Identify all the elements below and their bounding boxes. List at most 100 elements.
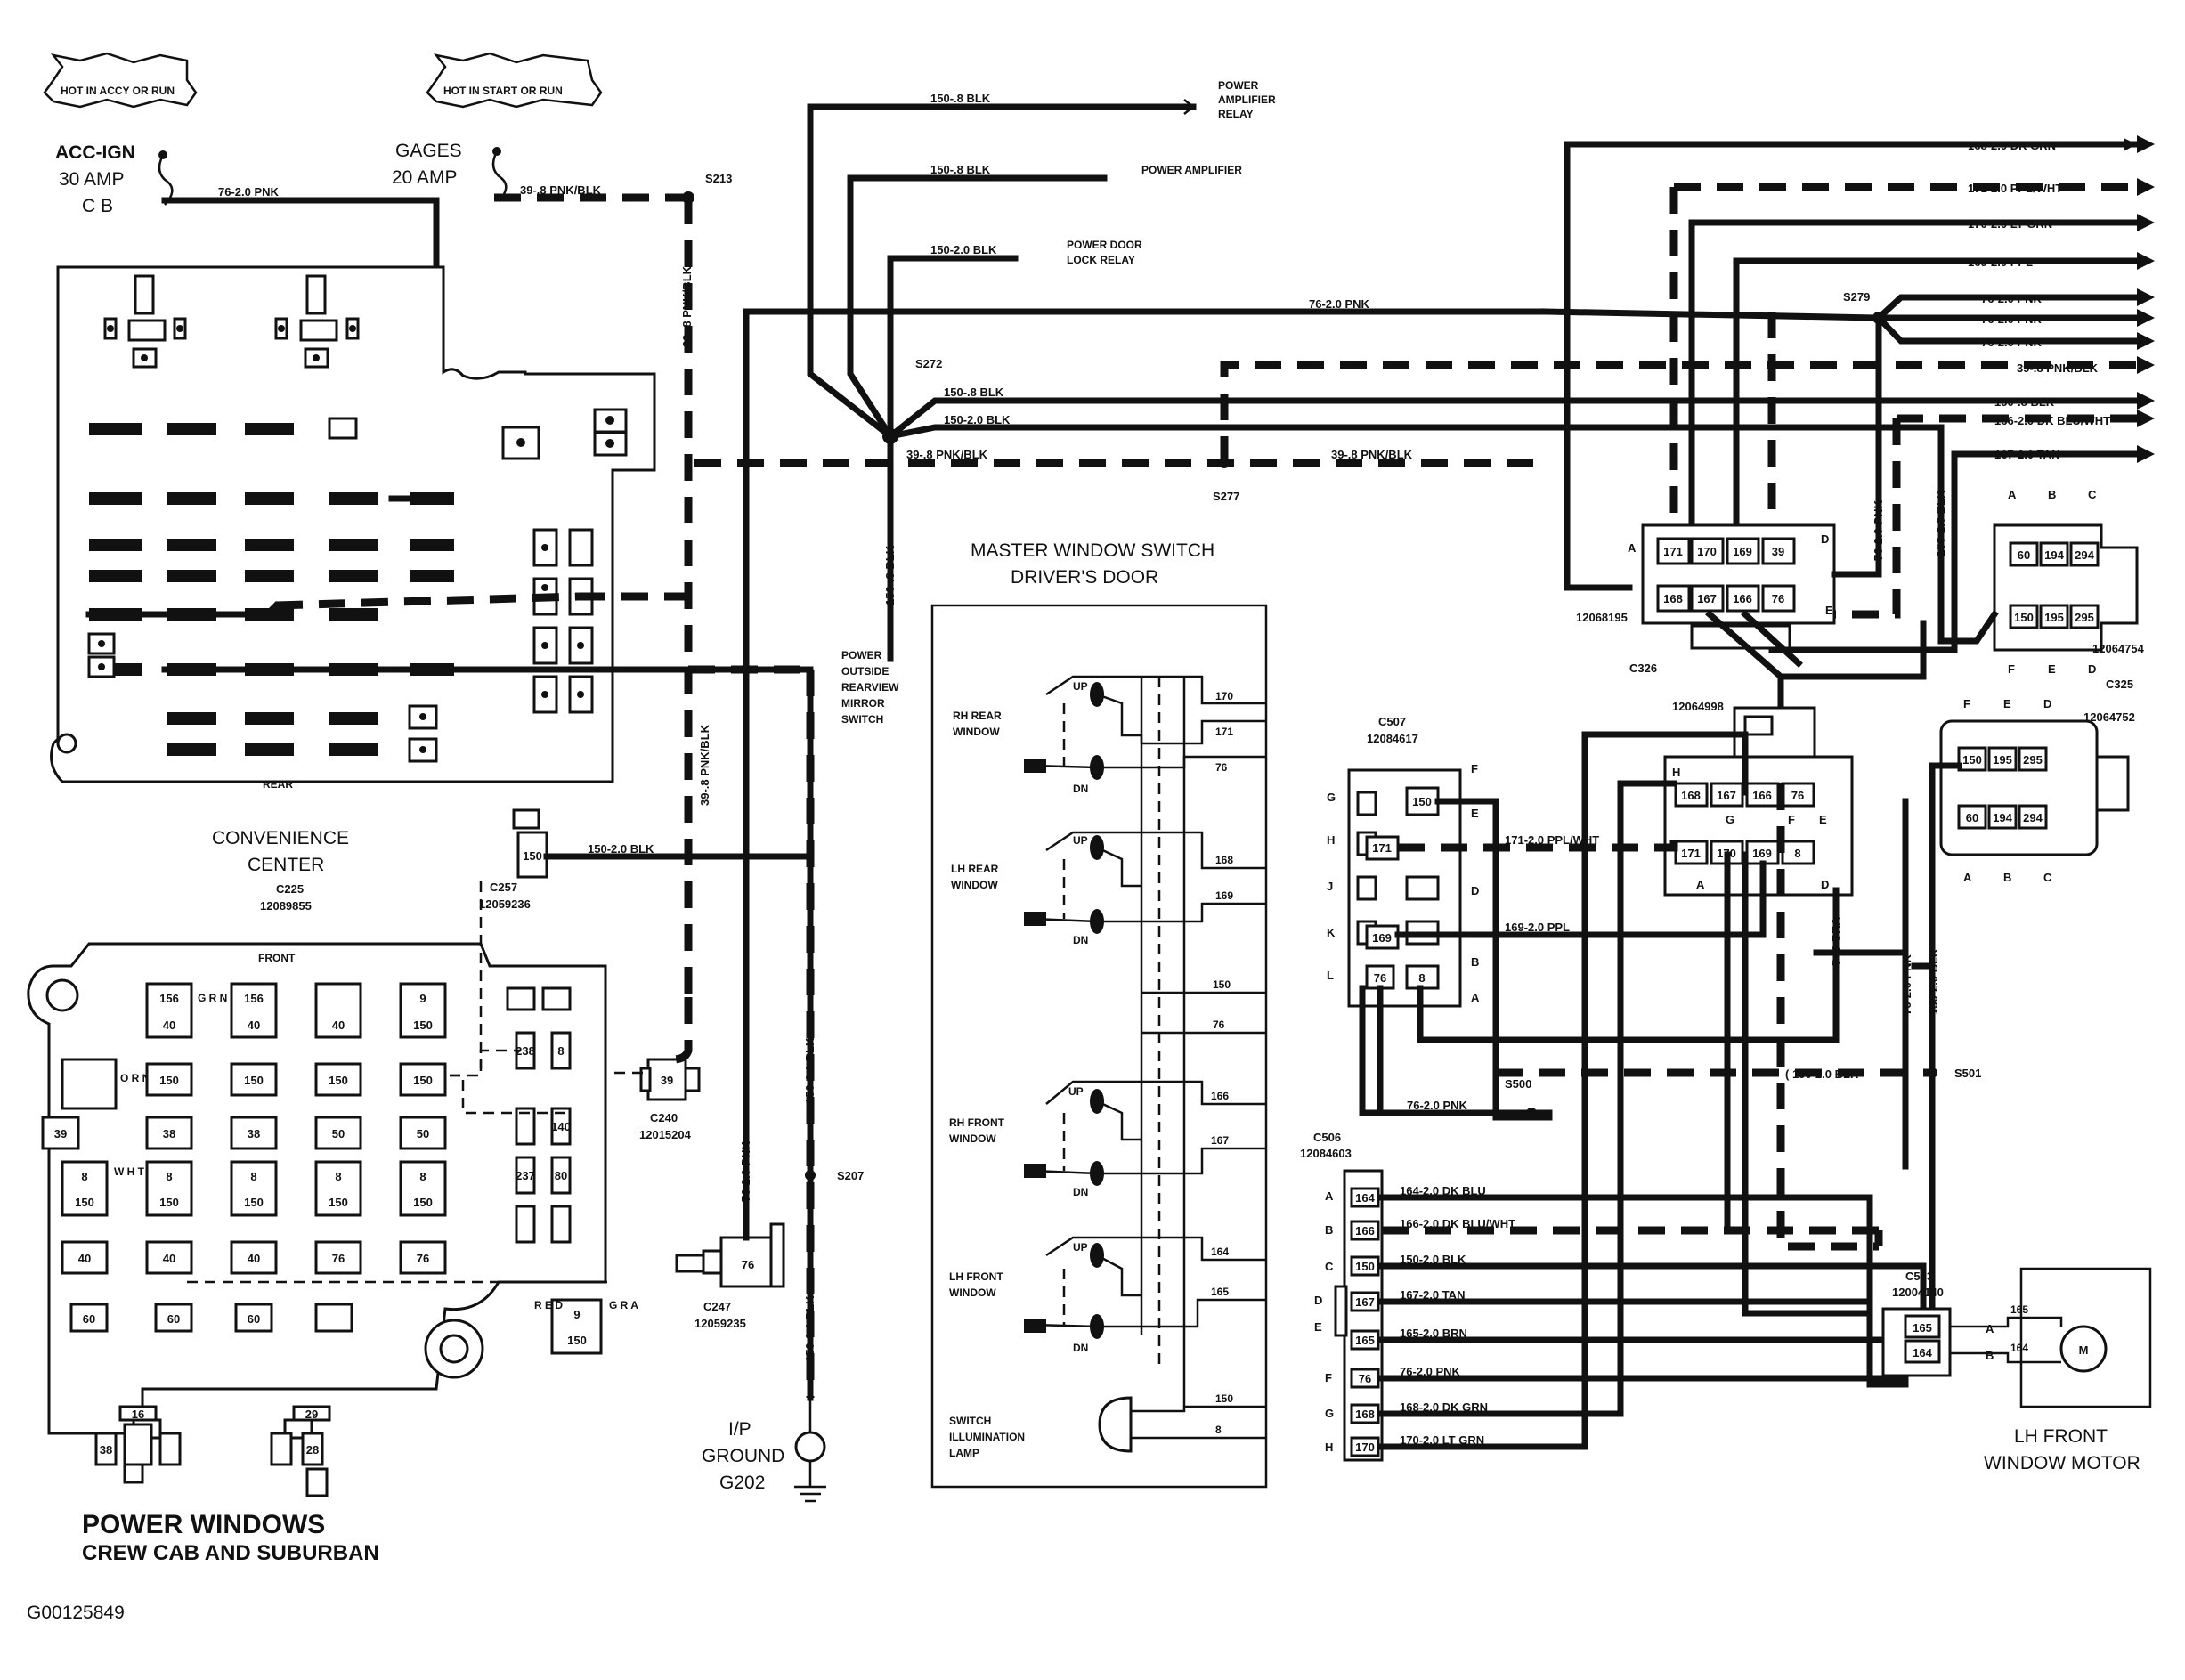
- rh-rear-up: UP: [1073, 680, 1088, 693]
- page-subtitle: CREW CAB AND SUBURBAN: [82, 1541, 379, 1565]
- fuse-150j: 150: [413, 1196, 433, 1209]
- ctr-pn: 12064998: [1672, 700, 1724, 713]
- master-window-switch: RH REAR WINDOW UP DN 170 171 76 LH REAR …: [930, 604, 1268, 1489]
- fuse-40b: 40: [248, 1019, 260, 1032]
- amp-relay-label-2: AMPLIFIER: [1218, 93, 1276, 106]
- c506-letter-c: C: [1325, 1260, 1334, 1273]
- fuse-150h: 150: [244, 1196, 264, 1209]
- ctr-pin-169: 169: [1752, 847, 1772, 860]
- c506-pin-76: 76: [1359, 1372, 1371, 1385]
- fuse-40c: 40: [332, 1019, 345, 1032]
- fuse-16: 16: [132, 1408, 144, 1421]
- fuse-40d: 40: [78, 1252, 91, 1265]
- c247-label: C247: [703, 1300, 731, 1313]
- illum-label-3: LAMP: [949, 1447, 979, 1459]
- wire-167-label-2: 167-2.0 TAN: [1400, 1288, 1465, 1302]
- mirror-label-2: OUTSIDE: [841, 665, 889, 678]
- c325-letter-e: E: [2048, 662, 2056, 676]
- ctr-letter-g: G: [1726, 813, 1734, 826]
- fuse-237: 237: [516, 1169, 535, 1182]
- c325b-letter-c: C: [2043, 871, 2052, 884]
- wire-167-label-1: 167-2.0 TAN: [1994, 448, 2059, 461]
- motor-label-2: WINDOW MOTOR: [1984, 1453, 2140, 1473]
- connector-c325-top: 60 194 294 150 195 295 A B C F E D 12064…: [1993, 488, 2145, 691]
- hot-in-start-badge: HOT IN START OR RUN: [426, 52, 603, 109]
- mirror-label-4: MIRROR: [841, 697, 885, 710]
- c507-pn: 12084617: [1367, 732, 1418, 745]
- ground-label-1: I/P: [728, 1419, 751, 1440]
- c325b-pin-60: 60: [1966, 811, 1978, 824]
- fuse-150k: 150: [567, 1334, 587, 1347]
- rh-rear-wire-76: 76: [1215, 761, 1228, 774]
- illum-label-2: ILLUMINATION: [949, 1431, 1025, 1443]
- c325b-letter-a: A: [1963, 871, 1972, 884]
- wire-39-pnkblk-label-2: 39-.8 PNK/BLK: [906, 448, 988, 461]
- c325b-pn: 12064752: [2083, 710, 2135, 724]
- c506-pin-164: 164: [1355, 1191, 1375, 1205]
- lh-rear-wire-169: 169: [1215, 889, 1233, 902]
- wire-8-gra-vert: 8-.8 GRA: [1829, 916, 1842, 966]
- c325b-pin-194: 194: [1993, 811, 2012, 824]
- rh-rear-label-2: WINDOW: [953, 726, 1000, 738]
- c325b-letter-d: D: [2043, 697, 2051, 710]
- c326-pin-168: 168: [1663, 592, 1683, 605]
- connector-c503: 165 164 C503 12004140 A B: [1881, 1270, 1994, 1377]
- ctr-letter-a: A: [1696, 878, 1705, 891]
- fuse-80: 80: [555, 1169, 567, 1182]
- accign-amp-label: 30 AMP: [59, 169, 125, 190]
- connector-c507: 150 171 169 76 8 G H J K L F E D B A C50…: [1327, 715, 1480, 1008]
- wire-76-pnk-label-1: 76-2.0 PNK: [218, 185, 280, 199]
- wire-150-8-blk-label-1: 150-.8 BLK: [930, 92, 991, 105]
- rear-label: REAR: [263, 778, 293, 791]
- splice-s213: S213: [705, 172, 732, 185]
- fuse-38c: 38: [100, 1443, 112, 1457]
- connector-c506: 164 166 150 167 165 76 168 170 A B C D E…: [1300, 1131, 1384, 1462]
- ctr-pin-168: 168: [1681, 789, 1701, 802]
- fuse-60c: 60: [248, 1312, 260, 1326]
- fuse-150a: 150: [413, 1019, 433, 1032]
- wire-76-pnk-label-5: 76-2.0 PNK: [1981, 336, 2043, 349]
- convenience-center-label-2: CENTER: [248, 855, 324, 875]
- connector-12064998: 168 167 166 76 171 170 169 8 H G F E A D…: [1663, 700, 1854, 897]
- bus-wire-76: 76: [1213, 1019, 1225, 1031]
- wire-166-label-2: 166-2.0 DK BLU/WHT: [1400, 1217, 1515, 1230]
- c325-letter-d: D: [2088, 662, 2096, 676]
- c240-label: C240: [650, 1111, 678, 1124]
- c325-pin-195: 195: [2044, 611, 2064, 624]
- fuse-39a: 39: [54, 1127, 67, 1140]
- accign-label: ACC-IGN: [55, 142, 135, 163]
- wire-76-pnk-vert-2: 76-2.0 PNK: [1872, 499, 1885, 561]
- wire-76-pnk-label-6: 76-2.0 PNK: [1407, 1099, 1468, 1112]
- lh-front-wire-165: 165: [1211, 1286, 1229, 1298]
- gages-amp-label: 20 AMP: [392, 167, 458, 188]
- wire-150-8-blk-vert: 150-.8 BLK: [883, 545, 897, 605]
- c257-pn: 12059236: [479, 897, 531, 911]
- wire-150-2-blk-label-4: ( 150-2.0 BLK: [1785, 1067, 1859, 1081]
- c507-letter-b: B: [1471, 955, 1479, 969]
- lh-rear-dn: DN: [1073, 934, 1088, 946]
- fuse-8b: 8: [166, 1170, 172, 1183]
- motor-wire-165: 165: [2010, 1303, 2028, 1316]
- wire-150-2-blk-vert: 150-2.0 BLK: [803, 1037, 816, 1104]
- wire-150-8-blk-label-3: 150-.8 BLK: [944, 386, 1004, 399]
- splice-s277: S277: [1213, 490, 1239, 503]
- mirror-label-5: SWITCH: [841, 713, 883, 726]
- c506-letter-a: A: [1325, 1189, 1334, 1203]
- fuse-color-red: R E D: [534, 1299, 563, 1311]
- wire-170-label-1: 170-2.0 LT GRN: [1968, 217, 2052, 231]
- fuse-40e: 40: [163, 1252, 175, 1265]
- c506-letter-d: D: [1314, 1294, 1322, 1307]
- amp-relay-label-3: RELAY: [1218, 108, 1254, 120]
- c507-letter-f: F: [1471, 762, 1478, 775]
- fuse-40a: 40: [163, 1019, 175, 1032]
- lh-rear-wire-168: 168: [1215, 854, 1233, 866]
- c507-letter-d: D: [1471, 884, 1479, 897]
- fuse-8f: 8: [557, 1044, 564, 1058]
- fuse-28: 28: [306, 1443, 319, 1457]
- wire-150-2-blk-vert-3: 150-2.0 BLK: [1927, 948, 1940, 1015]
- c506-pin-170: 170: [1355, 1441, 1375, 1454]
- fuse-38a: 38: [163, 1127, 175, 1140]
- lock-relay-label-2: LOCK RELAY: [1067, 254, 1135, 266]
